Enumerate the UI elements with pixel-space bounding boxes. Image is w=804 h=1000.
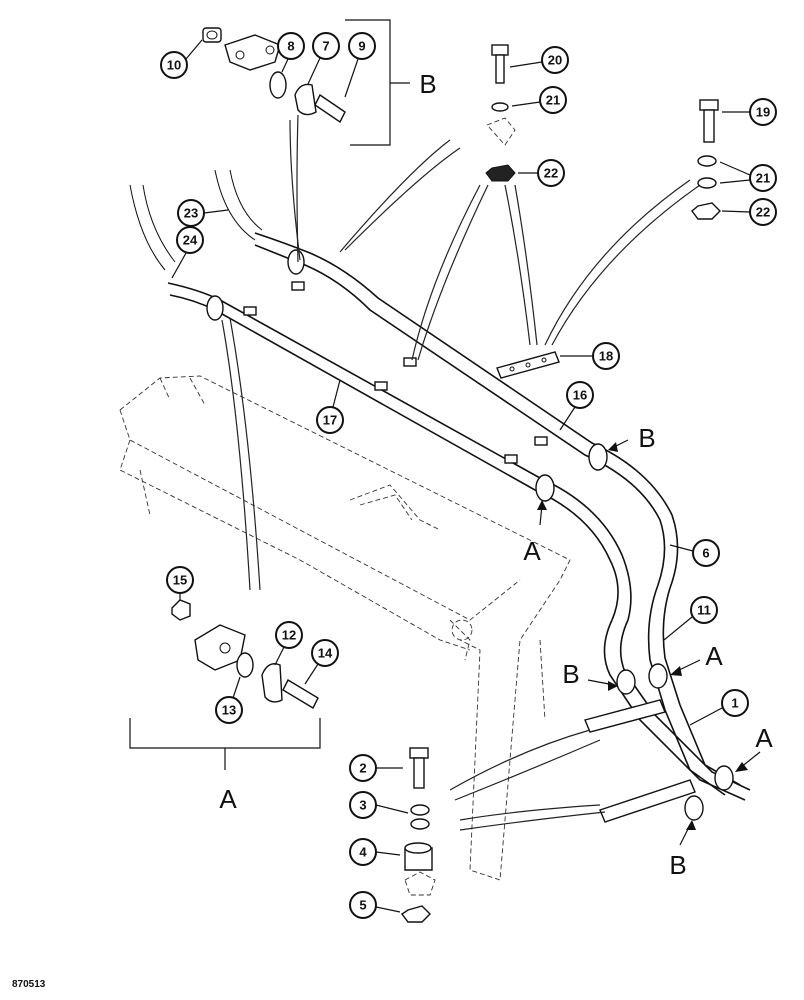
group-label-a-clamp-16: A	[523, 536, 541, 566]
callout-5: 5	[349, 891, 377, 919]
group-b-parts	[202, 27, 346, 124]
callout-19: 19	[749, 98, 777, 126]
tube-clamps	[206, 249, 734, 821]
callout-11: 11	[690, 596, 718, 624]
group-label-b-clamp-16: B	[638, 423, 655, 453]
svg-text:5: 5	[359, 898, 366, 913]
svg-text:22: 22	[544, 166, 558, 181]
callout-3: 3	[349, 791, 377, 819]
svg-text:16: 16	[573, 388, 587, 403]
group-label-a-mid: A	[705, 641, 723, 671]
svg-text:2: 2	[359, 761, 366, 776]
callout-12: 12	[275, 621, 303, 649]
callout-13: 13	[215, 696, 243, 724]
svg-text:20: 20	[548, 53, 562, 68]
svg-text:10: 10	[167, 58, 181, 73]
callout-7: 7	[312, 32, 340, 60]
svg-text:8: 8	[287, 39, 294, 54]
tube-brackets	[243, 281, 548, 464]
svg-text:19: 19	[756, 105, 770, 120]
svg-text:17: 17	[323, 413, 337, 428]
callout-9: 9	[348, 32, 376, 60]
callout-2: 2	[349, 754, 377, 782]
svg-text:9: 9	[358, 39, 365, 54]
svg-text:24: 24	[183, 233, 198, 248]
bracket-plate-18	[496, 351, 560, 379]
callout-18: 18	[592, 342, 620, 370]
reference-code: 870513	[12, 979, 46, 990]
group-label-b-top: B	[419, 69, 436, 99]
svg-text:21: 21	[756, 171, 770, 186]
hardware-top	[485, 44, 721, 220]
svg-text:22: 22	[756, 205, 770, 220]
callout-22-right: 22	[749, 198, 777, 226]
svg-text:21: 21	[546, 93, 560, 108]
svg-text:18: 18	[599, 349, 613, 364]
callout-16: 16	[566, 381, 594, 409]
tube-17	[129, 184, 632, 621]
svg-text:6: 6	[702, 546, 709, 561]
boom-outline	[119, 375, 571, 881]
callout-21-top: 21	[539, 86, 567, 114]
callout-10: 10	[160, 51, 188, 79]
group-b-bracket	[345, 19, 410, 146]
callout-20: 20	[541, 46, 569, 74]
callout-6: 6	[692, 539, 720, 567]
ab-arrows	[537, 439, 761, 846]
svg-text:13: 13	[222, 703, 236, 718]
svg-text:7: 7	[322, 39, 329, 54]
callout-8: 8	[277, 32, 305, 60]
callout-4: 4	[349, 838, 377, 866]
group-label-b-mid: B	[562, 659, 579, 689]
streak-lines	[221, 114, 701, 831]
svg-text:11: 11	[697, 603, 711, 618]
bracket-plate-1	[584, 699, 696, 823]
tube-16	[214, 169, 679, 589]
group-label-a-bottom: A	[219, 784, 237, 814]
callout-22-top: 22	[537, 159, 565, 187]
callout-21-right: 21	[749, 164, 777, 192]
callout-15: 15	[166, 566, 194, 594]
callout-24: 24	[176, 226, 204, 254]
svg-text:23: 23	[184, 206, 198, 221]
callout-14: 14	[311, 639, 339, 667]
group-label-b-bottom: B	[669, 850, 686, 880]
svg-text:3: 3	[359, 798, 366, 813]
group-label-a-right: A	[755, 723, 773, 753]
svg-text:12: 12	[282, 628, 296, 643]
callout-1: 1	[721, 689, 749, 717]
group-a-bracket	[129, 718, 321, 770]
callout-23: 23	[177, 199, 205, 227]
svg-text:1: 1	[731, 696, 738, 711]
svg-text:14: 14	[318, 646, 333, 661]
callout-17: 17	[316, 406, 344, 434]
group-a-parts	[171, 599, 319, 709]
svg-text:15: 15	[173, 573, 187, 588]
svg-text:4: 4	[359, 845, 367, 860]
hardware-bottom	[400, 747, 436, 923]
